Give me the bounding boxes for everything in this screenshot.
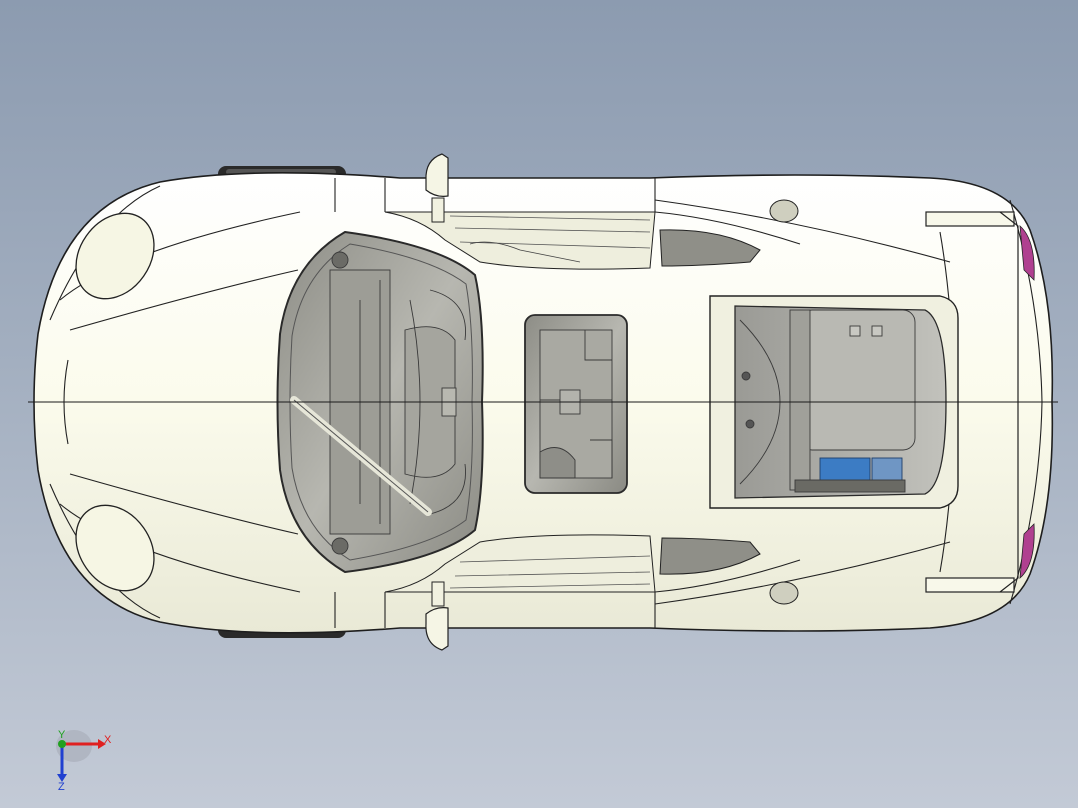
vent-bottom (769, 581, 799, 605)
y-axis-label: Y (58, 729, 66, 741)
y-axis-marker (58, 740, 66, 748)
x-axis-label: X (104, 734, 112, 746)
taillight-top (1019, 225, 1035, 281)
coordinate-triad: X Y Z (56, 729, 112, 792)
z-axis-label: Z (58, 781, 65, 792)
triad-backdrop (56, 730, 92, 762)
taillight-bottom (1019, 523, 1035, 579)
headlight-bottom (75, 504, 155, 592)
door-sill-bottom (384, 534, 656, 593)
headlight-top (75, 212, 155, 300)
side-intake-top (659, 229, 761, 267)
door-sill-top (384, 211, 656, 270)
z-axis-arrowhead (57, 774, 67, 782)
side-mirror-top[interactable] (425, 153, 449, 223)
side-mirror-bottom[interactable] (425, 581, 449, 651)
rear-window-details (539, 329, 613, 479)
engine-components (739, 309, 916, 493)
vent-top (769, 199, 799, 223)
rollbar-edge (293, 399, 429, 513)
cockpit-inner-frame (289, 243, 473, 561)
x-axis-arrowhead (98, 739, 106, 749)
side-intake-bottom (659, 537, 761, 575)
